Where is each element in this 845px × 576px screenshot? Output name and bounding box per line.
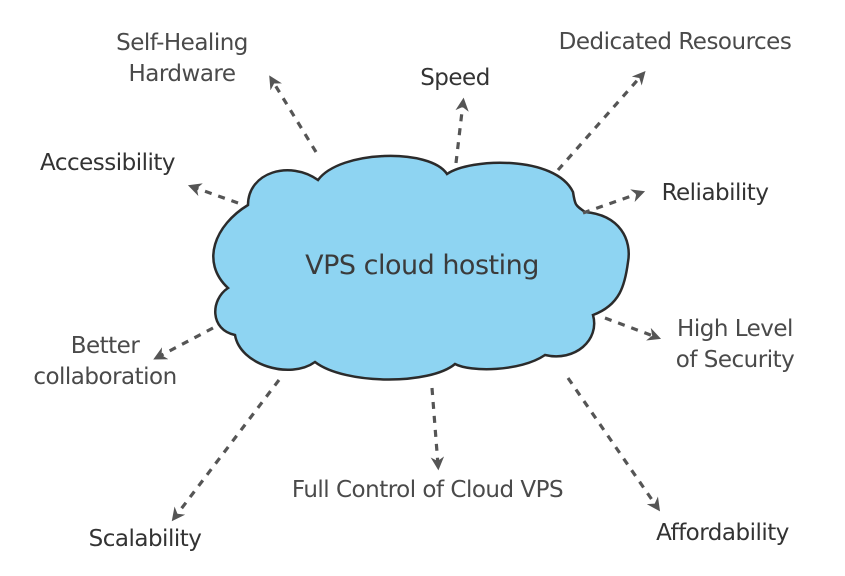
arrow-dedicated-resources (556, 70, 646, 172)
arrow-better-collaboration (153, 326, 214, 360)
feature-label-line: Self-Healing (116, 30, 248, 56)
feature-label-line: Scalability (88, 526, 202, 552)
center-label: VPS cloud hosting (305, 250, 539, 281)
feature-accessibility: Accessibility (20, 148, 195, 179)
feature-full-control: Full Control of Cloud VPS (255, 475, 600, 506)
feature-label-line: Speed (420, 65, 490, 91)
feature-label-line: Dedicated Resources (558, 29, 792, 55)
feature-dedicated-resources: Dedicated Resources (530, 27, 820, 58)
feature-label-line: collaboration (33, 364, 177, 390)
feature-label-line: Full Control of Cloud VPS (291, 477, 564, 503)
feature-label-line: Accessibility (39, 150, 176, 176)
feature-label-line: Reliability (661, 180, 769, 206)
feature-label-line: of Security (675, 347, 795, 373)
arrow-self-healing-hardware (269, 75, 318, 153)
arrow-speed (454, 97, 469, 164)
feature-better-collaboration: Better collaboration (10, 331, 200, 393)
feature-self-healing-hardware: Self-Healing Hardware (92, 28, 272, 90)
feature-label-line: Better (70, 333, 140, 359)
feature-reliability: Reliability (645, 178, 785, 209)
feature-label-line: Hardware (128, 61, 236, 87)
arrow-reliability (582, 189, 646, 215)
feature-affordability: Affordability (630, 518, 815, 549)
feature-label-line: High Level (677, 316, 793, 342)
feature-speed: Speed (405, 63, 505, 94)
feature-label-line: Affordability (656, 520, 789, 546)
arrow-scalability (171, 379, 281, 522)
arrow-accessibility (187, 183, 239, 205)
arrow-high-level-of-security (604, 316, 662, 341)
arrow-full-control (430, 387, 445, 471)
feature-scalability: Scalability (65, 524, 225, 555)
feature-high-level-of-security: High Level of Security (655, 314, 815, 376)
arrow-affordability (566, 377, 661, 512)
cloud-shape (212, 154, 630, 381)
